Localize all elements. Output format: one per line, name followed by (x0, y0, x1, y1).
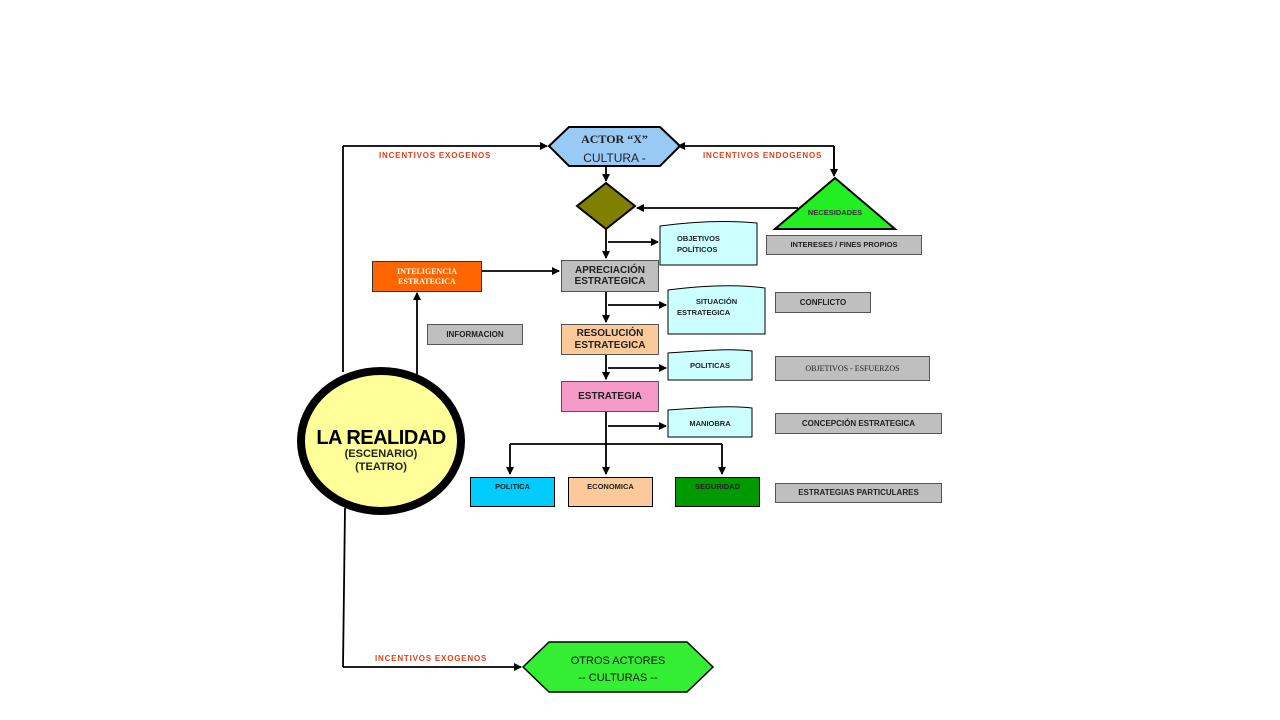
actor-title: ACTOR “X” (581, 132, 648, 146)
resolucion-line1: RESOLUCIÓN (576, 328, 644, 339)
incentivos-endogenos: INCENTIVOS ENDOGENOS (703, 151, 823, 160)
conflicto-box: CONFLICTO (775, 292, 871, 313)
maniobra-document (667, 406, 753, 438)
concepcion-label: CONCEPCIÓN ESTRATEGICA (801, 418, 916, 428)
otros-line2: -- CULTURAS -- (578, 672, 658, 684)
apreciacion-box: APRECIACIÓN ESTRATEGICA (561, 260, 659, 292)
inteligencia-line1: INTELIGENCIA (396, 267, 457, 277)
otros-hexagon (521, 641, 715, 693)
estrategia-label: ESTRATEGIA (578, 390, 642, 402)
reality-line2: (TEATRO) (355, 461, 407, 473)
situacion-line1: SITUACIÓN (695, 297, 738, 306)
objetivos-esfuerzos-label: OBJETIVOS - ESFUERZOS (805, 363, 900, 373)
politicas-document (667, 349, 753, 381)
reality-line1: (ESCENARIO) (344, 448, 418, 460)
politica-box: POLITICA (470, 477, 555, 507)
seguridad-label: SEGURIDAD (694, 481, 740, 491)
situacion-document (667, 285, 766, 335)
actor-subtitle: CULTURA - (583, 151, 646, 165)
objetivos-line2: POLÍTICOS (677, 245, 718, 254)
decision-diamond (575, 181, 637, 231)
intereses-label: INTERESES / FINES PROPIOS (790, 239, 898, 249)
economica-box: ECONOMICA (568, 477, 653, 507)
inteligencia-line2: ESTRATEGICA (398, 276, 456, 286)
situacion-line2: ESTRATEGICA (677, 308, 731, 317)
economica-label: ECONOMICA (587, 481, 634, 491)
apreciacion-line1: APRECIACIÓN (574, 264, 645, 276)
necesidades-label: NECESIDADES (807, 208, 863, 217)
objetivos-esfuerzos-box: OBJETIVOS - ESFUERZOS (775, 356, 930, 381)
politica-label: POLITICA (495, 481, 530, 491)
conflicto-label: CONFLICTO (799, 297, 847, 307)
politicas-label: POLITICAS (689, 361, 730, 370)
resolucion-box: RESOLUCIÓN ESTRATEGICA (561, 324, 659, 355)
concepcion-box: CONCEPCIÓN ESTRATEGICA (775, 413, 942, 434)
objetivos-line1: OBJETIVOS (677, 234, 720, 243)
informacion-label: INFORMACION (446, 329, 504, 339)
resolucion-line2: ESTRATEGICA (574, 339, 646, 351)
seguridad-box: SEGURIDAD (675, 477, 760, 507)
estrategia-box: ESTRATEGIA (561, 381, 659, 412)
otros-line1: OTROS ACTORES (570, 655, 666, 667)
reality-ellipse (297, 367, 465, 515)
objetivos-document (659, 221, 758, 266)
particulares-box: ESTRATEGIAS PARTICULARES (775, 483, 942, 503)
intereses-box: INTERESES / FINES PROPIOS (766, 235, 922, 255)
inteligencia-box: INTELIGENCIA ESTRATEGICA (372, 261, 482, 292)
maniobra-label: MANIOBRA (689, 419, 731, 428)
incentivos-exogenos-top: INCENTIVOS EXOGENOS (379, 151, 492, 160)
particulares-label: ESTRATEGIAS PARTICULARES (798, 488, 919, 498)
apreciacion-line2: ESTRATEGICA (574, 276, 646, 287)
incentivos-exogenos-bottom: INCENTIVOS EXOGENOS (375, 654, 488, 663)
reality-title: LA REALIDAD (316, 427, 446, 449)
informacion-box: INFORMACION (427, 324, 523, 345)
necesidades-triangle (772, 176, 898, 230)
